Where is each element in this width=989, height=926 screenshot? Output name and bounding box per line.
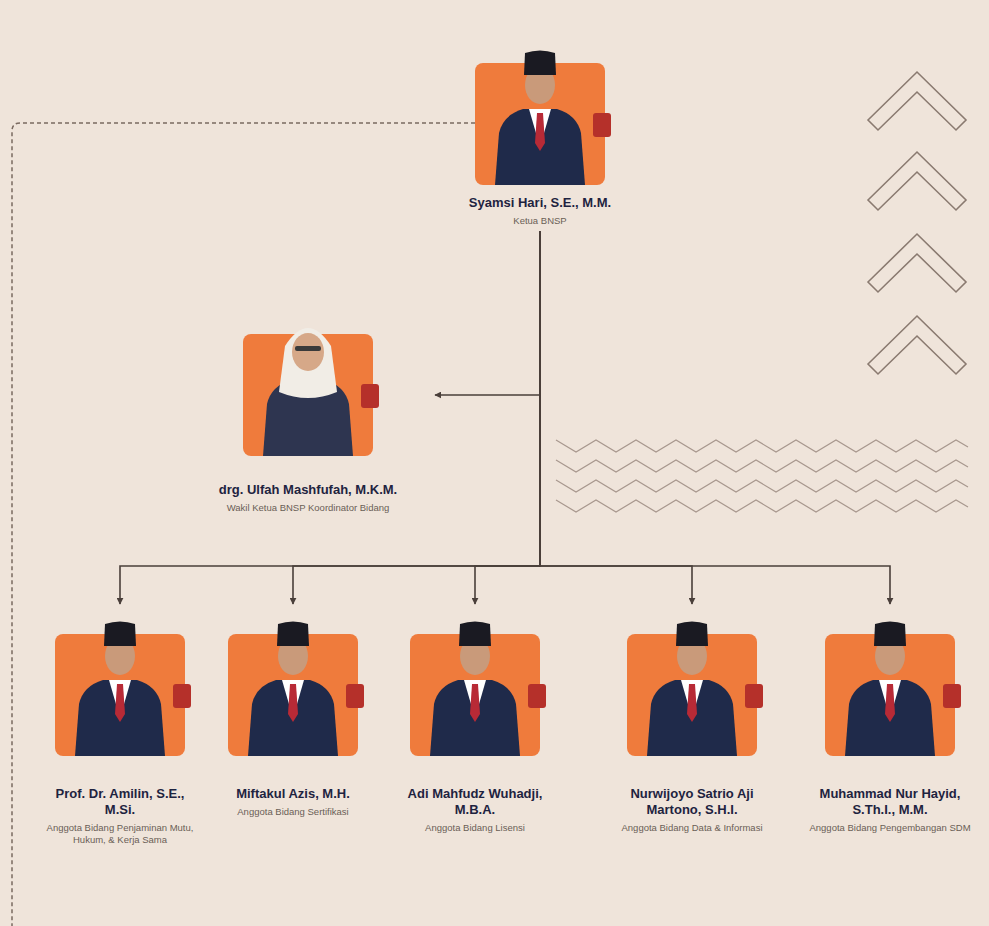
necktie: [885, 684, 895, 722]
connector: [540, 231, 692, 604]
peci-cap: [524, 51, 556, 76]
photo-frame: [55, 634, 185, 756]
necktie: [687, 684, 697, 722]
portrait: [233, 306, 383, 456]
portrait: [815, 606, 965, 756]
photo-frame: [410, 634, 540, 756]
chevron-group: [868, 72, 966, 374]
person-card: Adi Mahfudz Wuhadji, M.B.A. Anggota Bidan…: [395, 606, 555, 834]
person-name: Prof. Dr. Amilin, S.E., M.Si.: [40, 786, 200, 818]
person-body: [75, 680, 165, 756]
dashed-line: [12, 123, 475, 926]
portrait-illustration: [218, 606, 368, 756]
person-name: Adi Mahfudz Wuhadji, M.B.A.: [395, 786, 555, 818]
zigzag-line: [556, 500, 968, 512]
person-role: Anggota Bidang Pengembangan SDM: [805, 822, 975, 834]
peci-cap: [277, 622, 309, 647]
peci-cap: [459, 622, 491, 647]
portrait: [617, 606, 767, 756]
chevron: [868, 234, 966, 292]
person-card: Prof. Dr. Amilin, S.E., M.Si. Anggota Bid…: [40, 606, 200, 846]
person-name: Syamsi Hari, S.E., M.M.: [420, 195, 660, 211]
person-role: Anggota Bidang Sertifikasi: [213, 806, 373, 818]
portrait: [465, 35, 615, 185]
necktie: [535, 113, 545, 151]
frame-tab: [943, 684, 961, 708]
connector: [120, 231, 540, 604]
person-card: Muhammad Nur Hayid, S.Th.I., M.M. Anggota…: [805, 606, 975, 834]
hijab: [279, 328, 337, 398]
connector: [435, 231, 540, 395]
person-role: Anggota Bidang Lisensi: [395, 822, 555, 834]
person-name: Muhammad Nur Hayid, S.Th.I., M.M.: [805, 786, 975, 818]
portrait-illustration: [45, 606, 195, 756]
zigzag-line: [556, 440, 968, 452]
person-name: Miftakul Azis, M.H.: [213, 786, 373, 802]
frame-tab: [361, 384, 379, 408]
portrait: [400, 606, 550, 756]
necktie: [115, 684, 125, 722]
necktie: [288, 684, 298, 722]
frame-tab: [346, 684, 364, 708]
photo-frame: [627, 634, 757, 756]
portrait-illustration: [233, 306, 383, 456]
person-role: Ketua BNSP: [420, 215, 660, 227]
connector: [540, 231, 890, 604]
person-card: Syamsi Hari, S.E., M.M. Ketua BNSP: [420, 35, 660, 227]
person-card: drg. Ulfah Mashfufah, M.K.M. Wakil Ketua …: [183, 306, 433, 514]
zigzag-line: [556, 460, 968, 472]
person-body: [845, 680, 935, 756]
person-role: Anggota Bidang Penjaminan Mutu, Hukum, &…: [40, 822, 200, 846]
portrait-illustration: [400, 606, 550, 756]
person-name: drg. Ulfah Mashfufah, M.K.M.: [183, 482, 433, 498]
chevron: [868, 152, 966, 210]
portrait-illustration: [465, 35, 615, 185]
portrait-illustration: [815, 606, 965, 756]
peci-cap: [676, 622, 708, 647]
zigzag-group: [556, 440, 968, 512]
portrait: [45, 606, 195, 756]
person-body: [430, 680, 520, 756]
person-card: Nurwijoyo Satrio Aji Martono, S.H.I. Angg…: [607, 606, 777, 834]
person-role: Anggota Bidang Data & Informasi: [607, 822, 777, 834]
chevron: [868, 316, 966, 374]
connector: [475, 231, 540, 604]
photo-frame: [825, 634, 955, 756]
person-role: Wakil Ketua BNSP Koordinator Bidang: [183, 502, 433, 514]
person-body: [647, 680, 737, 756]
person-body: [248, 680, 338, 756]
frame-tab: [745, 684, 763, 708]
person-name: Nurwijoyo Satrio Aji Martono, S.H.I.: [607, 786, 777, 818]
peci-cap: [104, 622, 136, 647]
peci-cap: [874, 622, 906, 647]
person-card: Miftakul Azis, M.H. Anggota Bidang Sertif…: [213, 606, 373, 818]
necktie: [470, 684, 480, 722]
photo-frame: [228, 634, 358, 756]
portrait: [218, 606, 368, 756]
person-face: [292, 333, 324, 371]
glasses: [295, 346, 321, 351]
chevron: [868, 72, 966, 130]
zigzag-line: [556, 480, 968, 492]
photo-frame: [475, 63, 605, 185]
portrait-illustration: [617, 606, 767, 756]
frame-tab: [593, 113, 611, 137]
frame-tab: [528, 684, 546, 708]
person-body: [495, 109, 585, 185]
frame-tab: [173, 684, 191, 708]
